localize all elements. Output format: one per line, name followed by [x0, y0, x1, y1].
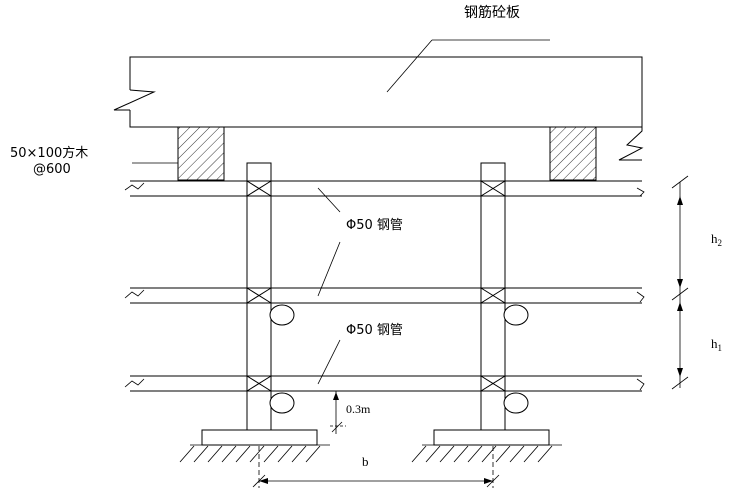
coupler-cross: [246, 180, 506, 392]
pipe-lower-label: Φ50 钢管: [346, 323, 403, 338]
dimension-h-right: [671, 175, 689, 390]
pipe-upper-leader-2: [317, 241, 341, 297]
spacing-b-label: b: [362, 454, 369, 469]
concrete-slab: [113, 56, 644, 161]
dimension-b: [252, 446, 500, 488]
h1-base: h: [711, 336, 718, 351]
base-plate-right: [433, 429, 550, 446]
slab-label: 钢筋砼板: [464, 4, 520, 21]
horizontal-pipe-middle: [124, 287, 645, 304]
timber-spacing-label: @600: [33, 162, 71, 177]
bottom-gap-label: 0.3m: [346, 402, 371, 416]
vertical-pole-left: [246, 162, 272, 431]
dimension-h2-label: h2: [711, 231, 722, 248]
pipe-upper-label: Φ50 钢管: [346, 218, 403, 233]
dimension-h1-label: h1: [711, 336, 722, 353]
timber-size-label: 50×100方木: [10, 145, 88, 161]
vertical-pole-right: [480, 162, 506, 431]
ground-hatch-right: [411, 444, 562, 463]
pipe-section-circles: [269, 304, 529, 414]
pipe-pole-overlap: [247, 180, 505, 392]
timber-beam-left: [177, 126, 225, 181]
h2-base: h: [711, 231, 718, 246]
horizontal-pipe-top: [124, 180, 645, 197]
base-plate-left: [201, 429, 318, 446]
ground-hatch-left: [179, 444, 330, 463]
dimension-bottom-gap: [330, 391, 346, 434]
pipe-upper-leader: [317, 187, 341, 213]
horizontal-pipe-bottom: [124, 375, 645, 392]
h1-sub: 1: [718, 343, 723, 353]
timber-beam-right: [549, 126, 597, 181]
h2-sub: 2: [718, 238, 723, 248]
slab-leader: [386, 39, 550, 93]
pipe-lower-leader: [317, 339, 341, 385]
